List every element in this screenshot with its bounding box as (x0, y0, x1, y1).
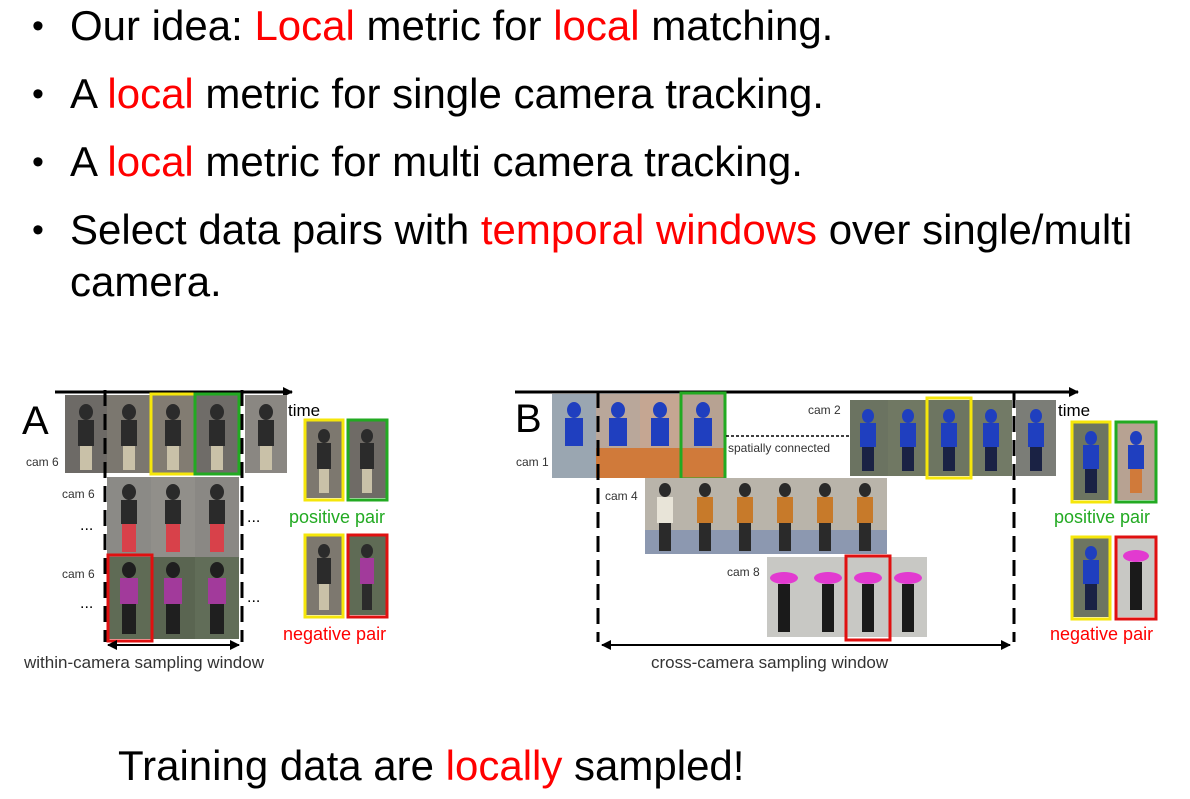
ellipsis: ... (80, 595, 93, 612)
negative-pair-label: negative pair (283, 624, 386, 644)
bullet-highlight: local (107, 70, 194, 117)
time-label: time (288, 401, 320, 420)
frame-strip (107, 477, 239, 557)
camera-label: cam 1 (516, 455, 549, 469)
camera-label: cam 6 (62, 487, 95, 501)
bullet-text: metric for single camera tracking. (193, 70, 824, 117)
positive-anchor-box (925, 396, 973, 480)
negative-pair-label: negative pair (1050, 624, 1153, 644)
sampling-window-label: cross-camera sampling window (651, 653, 889, 672)
bullet-highlight: temporal windows (480, 206, 818, 253)
bullet-highlight: Local (254, 2, 355, 49)
negative-pair (1070, 535, 1158, 621)
positive-pair (1070, 420, 1158, 504)
person-figure (78, 404, 274, 470)
frame-strip (645, 478, 887, 554)
panel-b: B time cam 1 cam 2 spatially connected (515, 387, 1158, 672)
camera-label: cam 6 (26, 455, 59, 469)
panel-letter: A (22, 399, 49, 443)
time-label: time (1058, 401, 1090, 420)
bullet-item: A local metric for single camera trackin… (32, 68, 1172, 120)
sampling-window-label: within-camera sampling window (23, 653, 265, 672)
conclusion-text: Training data are locally sampled! (118, 740, 744, 792)
panel-letter: B (515, 397, 542, 441)
camera-label: cam 6 (62, 567, 95, 581)
sampling-diagram: A time cam 6 cam 6 (22, 387, 1158, 672)
bullet-text: A (70, 70, 108, 117)
conclusion-part: Training data are (118, 742, 446, 789)
positive-pair (303, 418, 389, 502)
frame-strip (552, 394, 724, 478)
negative-pair (303, 533, 389, 619)
frame-strip (107, 557, 239, 639)
bullet-text: metric for multi camera tracking. (193, 138, 803, 185)
camera-label: cam 2 (808, 403, 841, 417)
ellipsis: ... (247, 509, 260, 526)
bullet-item: Select data pairs with temporal windows … (32, 204, 1172, 308)
camera-label: cam 8 (727, 565, 760, 579)
spatial-connection-label: spatially connected (728, 441, 830, 455)
bullet-highlight: local (107, 138, 194, 185)
bullet-text: A (70, 138, 108, 185)
ellipsis: ... (80, 517, 93, 534)
camera-label: cam 4 (605, 489, 638, 503)
conclusion-part: sampled! (562, 742, 745, 789)
bullet-text: Our idea: (70, 2, 255, 49)
frame-strip (850, 400, 1056, 476)
conclusion-highlight: locally (445, 742, 563, 789)
positive-pair-label: positive pair (289, 507, 385, 527)
bullet-list: Our idea: Local metric for local matchin… (32, 0, 1172, 324)
bullet-text: matching. (639, 2, 834, 49)
ellipsis: ... (247, 589, 260, 606)
bullet-text: Select data pairs with (70, 206, 481, 253)
frame-strip (65, 395, 287, 473)
bullet-text: metric for (354, 2, 554, 49)
positive-pair-label: positive pair (1054, 507, 1150, 527)
bullet-item: A local metric for multi camera tracking… (32, 136, 1172, 188)
bullet-text: over single/multi camera. (70, 206, 1133, 305)
bullet-highlight: local (553, 2, 640, 49)
positive-match-box (193, 392, 241, 476)
panel-a: A time cam 6 cam 6 (22, 387, 389, 672)
bullet-item: Our idea: Local metric for local matchin… (32, 0, 1172, 52)
